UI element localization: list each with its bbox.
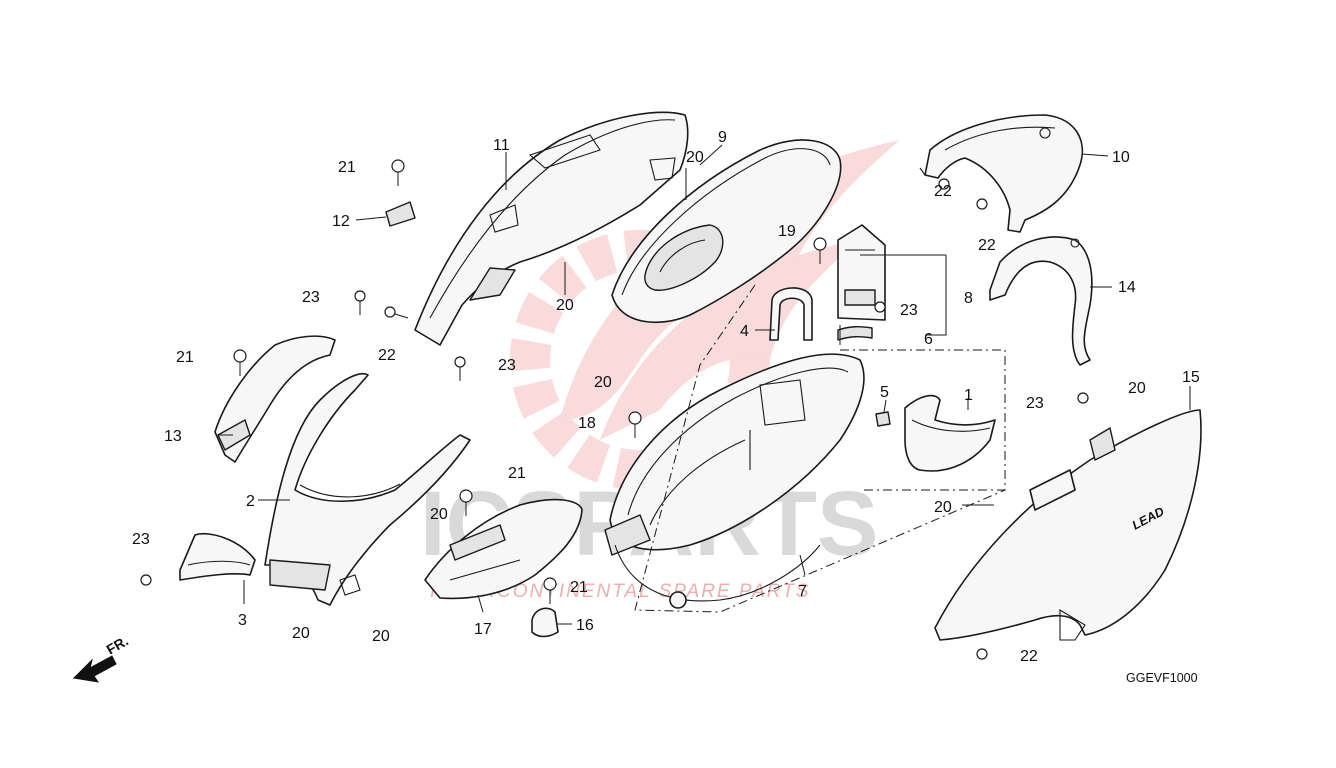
part-15-right-body-cover[interactable]: LEAD: [934, 409, 1202, 641]
callout-9: 9: [718, 129, 727, 146]
screw-icons: [140, 159, 1089, 660]
part-17-under-cover[interactable]: [424, 498, 583, 600]
callout-10: 10: [1112, 149, 1130, 166]
callout-1: 1: [964, 387, 973, 404]
callout-3: 3: [238, 612, 247, 629]
callout-16: 16: [576, 617, 594, 634]
part-16-cap[interactable]: [531, 607, 559, 638]
callout-17: 17: [474, 621, 492, 638]
callout-8: 8: [964, 290, 973, 307]
callout-6: 6: [924, 331, 933, 348]
callout-12: 12: [332, 213, 350, 230]
callout-21-lower: 21: [570, 579, 588, 596]
callout-15: 15: [1182, 369, 1200, 386]
part-2-inner-cover[interactable]: [264, 373, 471, 606]
part-11-side-rail[interactable]: [414, 111, 689, 346]
callout-20-body: 20: [934, 499, 952, 516]
part-5-clip[interactable]: [875, 411, 891, 427]
callout-23-center: 23: [498, 357, 516, 374]
part-9-seat-liner[interactable]: [611, 139, 842, 324]
direction-label: FR.: [104, 632, 132, 657]
callout-22-left: 22: [378, 347, 396, 364]
part-7-luggage-box[interactable]: [604, 353, 865, 609]
callout-7: 7: [798, 583, 807, 600]
callout-20-middle: 20: [556, 297, 574, 314]
callout-13: 13: [164, 428, 182, 445]
callout-14: 14: [1118, 279, 1136, 296]
leader-lines: [218, 144, 1191, 625]
callout-23-bracket: 23: [900, 302, 918, 319]
watermark-tagline: INTERCONTINENTAL SPARE PARTS: [430, 581, 810, 602]
part-6-seal-strip[interactable]: [837, 325, 873, 341]
front-direction-arrow: FR.: [72, 632, 132, 683]
part-4-strap[interactable]: [769, 287, 813, 341]
callout-23-upper-left: 23: [302, 289, 320, 306]
part-14-rear-bracket[interactable]: [989, 236, 1093, 366]
callout-23-right: 23: [1026, 395, 1044, 412]
assembly-lines: [634, 254, 1006, 613]
callout-21-top: 21: [338, 159, 356, 176]
callout-20-right: 20: [1128, 380, 1146, 397]
part-10-grab-rail[interactable]: [919, 114, 1084, 233]
part-8-bracket[interactable]: [837, 224, 886, 321]
callout-20-box: 20: [594, 374, 612, 391]
callout-21-center: 21: [508, 465, 526, 482]
callout-4: 4: [740, 323, 749, 340]
drawing-code: GGEVF1000: [1126, 671, 1198, 685]
callout-22-grab-left: 22: [934, 183, 952, 200]
callout-20-lower-b: 20: [372, 628, 390, 645]
part-3-cover-piece[interactable]: [179, 533, 256, 581]
part-1-cover[interactable]: [904, 394, 996, 472]
part-13-bracket[interactable]: [214, 335, 336, 463]
part-12-clip[interactable]: [385, 201, 416, 227]
callout-20-under: 20: [430, 506, 448, 523]
callout-20-lower-a: 20: [292, 625, 310, 642]
callout-2: 2: [246, 493, 255, 510]
callout-5: 5: [880, 384, 889, 401]
callout-21-left: 21: [176, 349, 194, 366]
callout-20-top: 20: [686, 149, 704, 166]
callout-11: 11: [493, 137, 510, 154]
callout-19: 19: [778, 223, 796, 240]
callout-22-grab-right: 22: [978, 237, 996, 254]
callout-18: 18: [578, 415, 596, 432]
callouts: 11 9 20 10 21 12 22 22 19 8 23 14 6 4 23…: [132, 129, 1200, 665]
callout-22-bottom: 22: [1020, 648, 1038, 665]
callout-23-lower-left: 23: [132, 531, 150, 548]
